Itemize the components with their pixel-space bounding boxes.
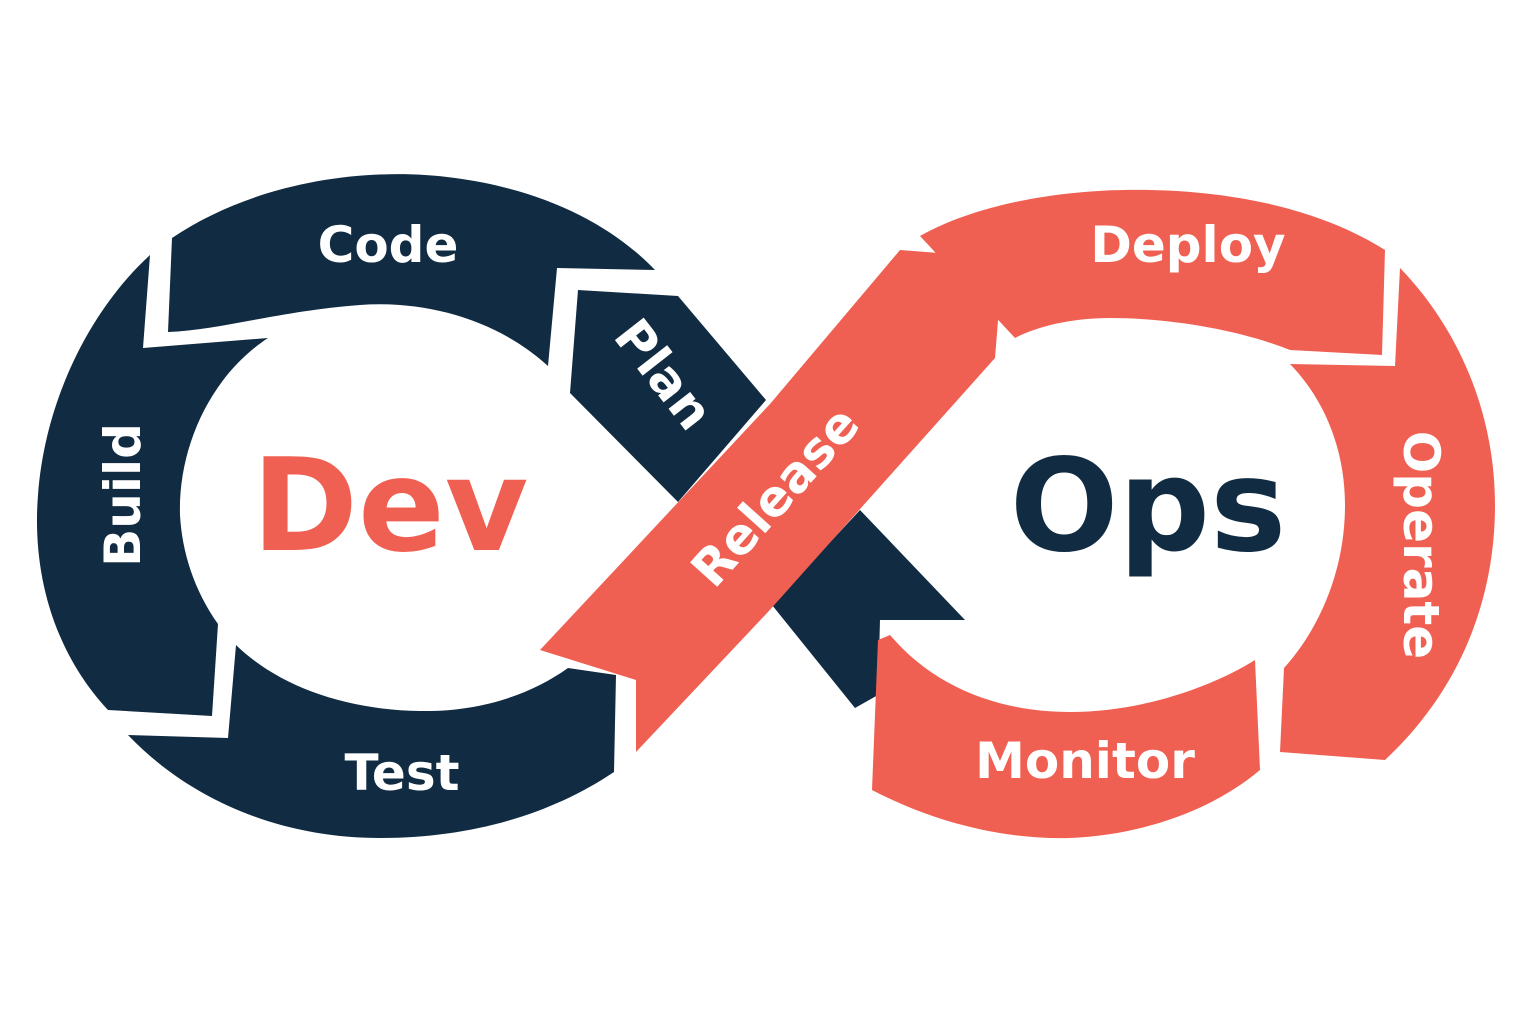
ops-loop <box>540 189 1495 839</box>
plan-segment <box>570 290 766 502</box>
ops-center-label: Ops <box>1010 432 1287 581</box>
monitor-segment <box>872 635 1260 839</box>
build-label: Build <box>94 423 152 567</box>
deploy-label: Deploy <box>1090 216 1285 274</box>
operate-label: Operate <box>1392 431 1450 659</box>
test-segment <box>128 645 616 838</box>
monitor-label: Monitor <box>975 732 1195 790</box>
deploy-segment <box>920 189 1385 355</box>
dev-center-label: Dev <box>252 432 529 581</box>
dev-tail <box>772 510 965 708</box>
test-label: Test <box>344 744 459 802</box>
code-segment <box>168 174 655 366</box>
code-label: Code <box>318 216 459 274</box>
dev-loop <box>36 174 965 838</box>
operate-segment <box>1280 268 1495 760</box>
build-segment <box>36 255 268 716</box>
release-band <box>540 250 1003 752</box>
